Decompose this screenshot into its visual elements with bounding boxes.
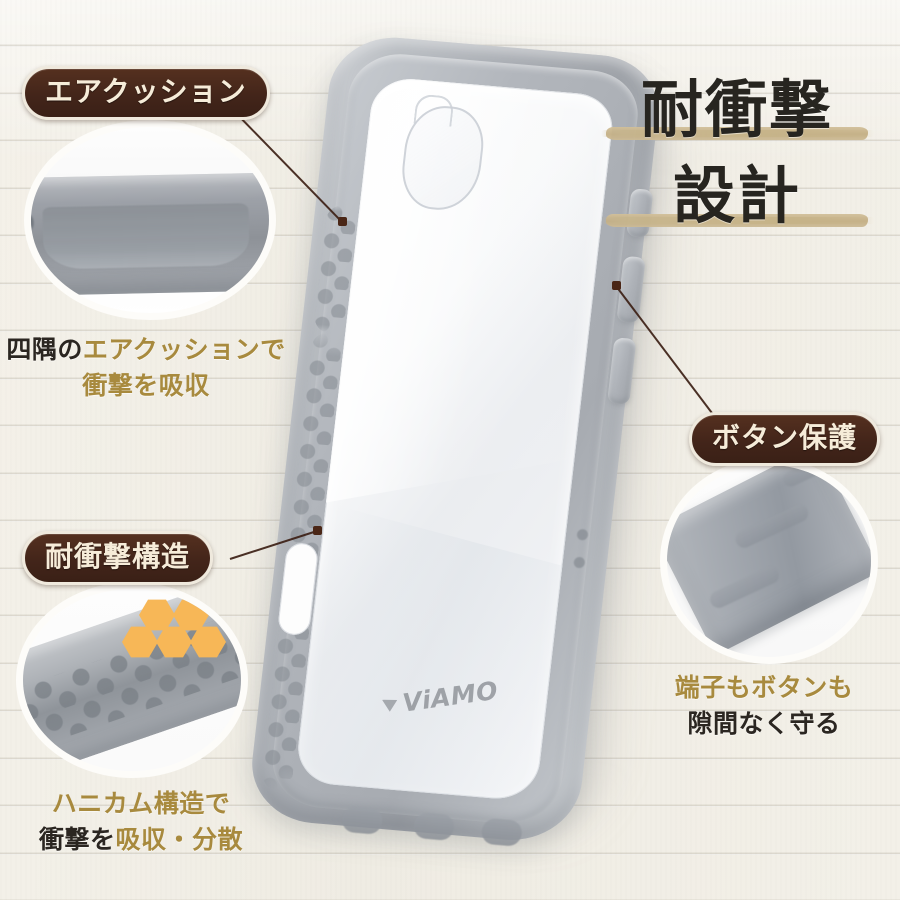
caption-air-dark: 四隅の <box>6 335 83 364</box>
caption-honeycomb-gold: 吸収・分散 <box>115 824 244 854</box>
caption-port-line-2: 隙間なく守る <box>687 708 841 738</box>
honeycomb-hexagon-icon <box>119 599 226 673</box>
label-air-cushion: エアクッション <box>22 66 270 121</box>
caption-air-line-1: 四隅のエアクッションで <box>0 332 292 368</box>
inset-image-area-honeycomb <box>23 589 241 771</box>
bottom-speaker-cutout <box>340 805 384 835</box>
headline-text-1: 耐衝撃 <box>640 73 833 146</box>
hexagon-3 <box>122 626 158 658</box>
label-air-cushion-text: エアクッション <box>45 75 247 108</box>
caption-honeycomb-line-2: 衝撃を吸収・分散 <box>0 822 282 858</box>
leader-dot-shock-structure <box>313 526 322 535</box>
caption-port-protection: 端子もボタンも 隙間なく守る <box>628 670 900 741</box>
hexagon-5 <box>190 626 226 658</box>
case-corner-closeup <box>31 171 269 297</box>
headline-brush-underline-1 <box>601 127 875 141</box>
hexagon-1 <box>139 599 175 631</box>
hexagon-4 <box>156 626 192 658</box>
headline-block: 耐衝撃 設計 <box>601 73 875 235</box>
inset-photo-honeycomb <box>16 582 248 778</box>
viamo-triangle-icon <box>382 698 398 713</box>
corner-notch-left <box>31 213 34 232</box>
label-button-protection: ボタン保護 <box>688 412 880 467</box>
label-button-protection-text: ボタン保護 <box>711 421 857 454</box>
label-shock-structure: 耐衝撃構造 <box>22 531 214 586</box>
button-cover-1 <box>707 563 782 611</box>
inset-photo-button-detail <box>660 458 878 664</box>
corner-air-chamber <box>42 203 250 270</box>
caption-honeycomb-line-1: ハニカム構造で <box>51 789 231 818</box>
leader-dot-button-protection <box>612 281 621 290</box>
headline-text-2: 設計 <box>672 159 801 233</box>
label-shock-structure-text: 耐衝撃構造 <box>45 540 191 573</box>
caption-port-line-1: 端子もボタンも <box>674 673 854 702</box>
headline-line-1: 耐衝撃 <box>601 73 875 146</box>
bottom-speaker-cutout-2 <box>480 817 524 847</box>
caption-air-line-2: 衝撃を吸収 <box>82 370 210 400</box>
caption-honeycomb: ハニカム構造で 衝撃を吸収・分散 <box>0 786 282 857</box>
hexagon-2 <box>173 599 209 631</box>
caption-air-gold: エアクッションで <box>82 335 286 364</box>
plank-line <box>0 852 900 855</box>
caption-air-cushion: 四隅のエアクッションで 衝撃を吸収 <box>0 332 292 403</box>
case-side-rail-closeup <box>667 465 871 656</box>
button-cover-2 <box>732 502 811 551</box>
inset-photo-air-cushion <box>24 120 276 320</box>
inset-image-area-button <box>667 465 871 657</box>
button-cover-3 <box>780 465 828 489</box>
charging-port-cutout <box>412 811 456 842</box>
inset-image-area <box>31 127 269 313</box>
headline-line-2: 設計 <box>601 159 875 233</box>
headline-brush-underline-2 <box>601 213 875 227</box>
caption-honeycomb-dark: 衝撃を <box>38 824 116 854</box>
leader-dot-air-cushion <box>338 217 347 226</box>
